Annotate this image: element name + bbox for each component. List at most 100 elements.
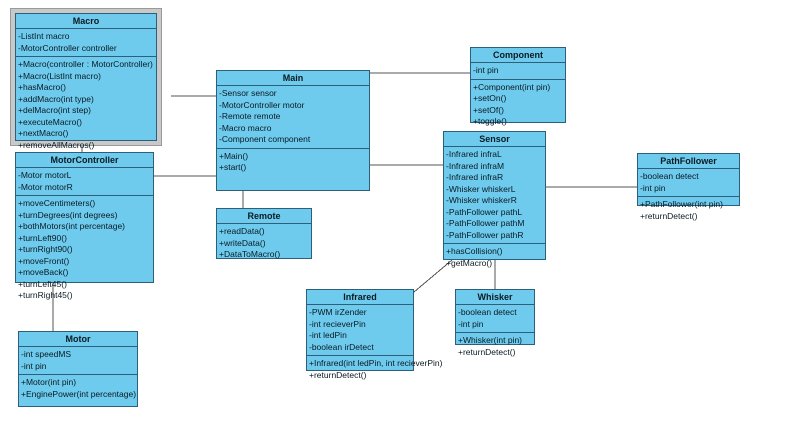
- class-title-pathfollower: PathFollower: [638, 154, 739, 169]
- attribute-row: -int speedMS: [21, 349, 72, 359]
- class-box-whisker[interactable]: Whisker -boolean detect -int pin +Whiske…: [455, 289, 535, 357]
- class-operations-whisker: +Whisker(int pin) +returnDetect(): [456, 332, 534, 360]
- attribute-row: -int pin: [640, 182, 666, 193]
- operation-row: +getMacro(): [446, 257, 493, 268]
- class-attributes-infrared: -PWM irZender -int recieverPin -int ledP…: [307, 305, 413, 355]
- class-box-infrared[interactable]: Infrared -PWM irZender -int recieverPin …: [306, 289, 442, 380]
- attribute-row: -int pin: [473, 65, 499, 75]
- operation-row: +EnginePower(int percentage): [21, 388, 137, 399]
- class-operations-macro: +Macro(controller : MotorController) +Ma…: [16, 56, 156, 153]
- operation-row: +turnDegrees(int degrees): [18, 209, 118, 220]
- class-box-remote[interactable]: Remote +readData() +writeData() +DataToM…: [216, 208, 312, 259]
- operation-row: +Motor(int pin): [21, 377, 77, 387]
- operation-row: +Main(): [219, 150, 249, 161]
- operation-row: +turnRight90(): [18, 244, 73, 254]
- operation-row: +nextMacro(): [18, 128, 69, 138]
- operation-row: +returnDetect(): [458, 346, 516, 357]
- class-title-main: Main: [217, 71, 369, 86]
- attribute-row: -boolean detect: [458, 307, 517, 317]
- operation-row: +returnDetect(): [309, 369, 367, 380]
- attribute-row: -Infrared infraR: [446, 172, 504, 182]
- class-operations-remote: +readData() +writeData() +DataToMacro(): [217, 224, 311, 263]
- class-title-whisker: Whisker: [456, 290, 534, 305]
- operation-row: +start(): [219, 162, 247, 172]
- attribute-row: -Whisker whiskerR: [446, 195, 517, 205]
- attribute-row: -Component component: [219, 134, 311, 144]
- class-title-motor: Motor: [19, 332, 137, 347]
- class-attributes-whisker: -boolean detect -int pin: [456, 305, 534, 332]
- attribute-row: -PathFollower pathM: [446, 218, 525, 228]
- class-attributes-macro: -ListInt macro -MotorController controll…: [16, 29, 156, 56]
- operation-row: +PathFollower(int pin): [640, 199, 723, 209]
- operation-row: +hasMacro(): [18, 82, 66, 92]
- attribute-row: -int ledPin: [309, 330, 347, 340]
- class-box-macro[interactable]: Macro -ListInt macro -MotorController co…: [15, 13, 157, 150]
- attribute-row: -MotorController controller: [18, 42, 117, 53]
- operation-row: +bothMotors(int percentage): [18, 221, 126, 231]
- operation-row: +executeMacro(): [18, 116, 83, 127]
- class-attributes-component: -int pin: [471, 63, 565, 79]
- operation-row: +Whisker(int pin): [458, 335, 523, 345]
- class-attributes-motorcontroller: -Motor motorL -Motor motorR: [16, 168, 153, 195]
- attribute-row: -PathFollower pathL: [446, 206, 523, 217]
- attribute-row: -PathFollower pathR: [446, 229, 524, 240]
- class-attributes-pathfollower: -boolean detect -int pin: [638, 169, 739, 196]
- operation-row: +moveBack(): [18, 267, 69, 277]
- operation-row: +toggle(): [473, 116, 507, 126]
- class-operations-component: +Component(int pin) +setOn() +setOf() +t…: [471, 78, 565, 130]
- class-attributes-sensor: -Infrared infraL -Infrared infraM -Infra…: [444, 147, 545, 243]
- operation-row: +Macro(ListInt macro): [18, 70, 101, 81]
- class-attributes-motor: -int speedMS -int pin: [19, 347, 137, 374]
- class-title-remote: Remote: [217, 209, 311, 224]
- attribute-row: -ListInt macro: [18, 31, 70, 41]
- operation-row: +turnRight45(): [18, 290, 73, 300]
- operation-row: +turnLeft45(): [18, 278, 67, 289]
- attribute-row: -Motor motorR: [18, 181, 73, 192]
- attribute-row: -Infrared infraM: [446, 160, 505, 171]
- operation-row: +returnDetect(): [640, 210, 698, 221]
- attribute-row: -Motor motorL: [18, 170, 72, 180]
- operation-row: +setOf(): [473, 104, 504, 115]
- class-box-pathfollower[interactable]: PathFollower -boolean detect -int pin +P…: [637, 153, 740, 221]
- attribute-row: -int recieverPin: [309, 318, 366, 329]
- operation-row: +Component(int pin): [473, 81, 551, 92]
- operation-row: +moveCentimeters(): [18, 198, 96, 208]
- attribute-row: -Infrared infraL: [446, 149, 502, 159]
- class-box-main[interactable]: Main -Sensor sensor -MotorController mot…: [216, 70, 370, 191]
- class-title-component: Component: [471, 48, 565, 63]
- operation-row: +moveFront(): [18, 255, 70, 266]
- operation-row: +readData(): [219, 226, 265, 236]
- class-box-sensor[interactable]: Sensor -Infrared infraL -Infrared infraM…: [443, 131, 546, 268]
- operation-row: +turnLeft90(): [18, 232, 67, 243]
- class-box-motor[interactable]: Motor -int speedMS -int pin +Motor(int p…: [18, 331, 138, 407]
- attribute-row: -Whisker whiskerL: [446, 183, 516, 194]
- class-operations-infrared: +Infrared(int ledPin, int recieverPin) +…: [307, 355, 443, 383]
- operation-row: +hasCollision(): [446, 246, 503, 256]
- attribute-row: -int pin: [21, 360, 47, 371]
- operation-row: +writeData(): [219, 237, 266, 248]
- class-title-infrared: Infrared: [307, 290, 413, 305]
- attribute-row: -Remote remote: [219, 111, 281, 121]
- attribute-row: -MotorController motor: [219, 99, 305, 110]
- operation-row: +Macro(controller : MotorController): [18, 59, 153, 69]
- class-title-macro: Macro: [16, 14, 156, 29]
- operation-row: +removeAllMacros(): [18, 139, 95, 150]
- class-operations-motor: +Motor(int pin) +EnginePower(int percent…: [19, 374, 137, 402]
- class-title-sensor: Sensor: [444, 132, 545, 147]
- operation-row: +setOn(): [473, 93, 507, 103]
- attribute-row: -boolean irDetect: [309, 341, 374, 352]
- class-operations-sensor: +hasCollision() +getMacro(): [444, 243, 545, 271]
- class-attributes-main: -Sensor sensor -MotorController motor -R…: [217, 86, 369, 148]
- class-box-component[interactable]: Component -int pin +Component(int pin) +…: [470, 47, 566, 126]
- operation-row: +delMacro(int step): [18, 105, 91, 115]
- attribute-row: -boolean detect: [640, 171, 699, 181]
- operation-row: +addMacro(int type): [18, 93, 94, 104]
- attribute-row: -Sensor sensor: [219, 88, 277, 98]
- attribute-row: -Macro macro: [219, 122, 272, 133]
- class-title-motorcontroller: MotorController: [16, 153, 153, 168]
- class-box-motorcontroller[interactable]: MotorController -Motor motorL -Motor mot…: [15, 152, 154, 300]
- attribute-row: -int pin: [458, 318, 484, 329]
- class-operations-main: +Main() +start(): [217, 147, 369, 176]
- operation-row: +Infrared(int ledPin, int recieverPin): [309, 358, 443, 368]
